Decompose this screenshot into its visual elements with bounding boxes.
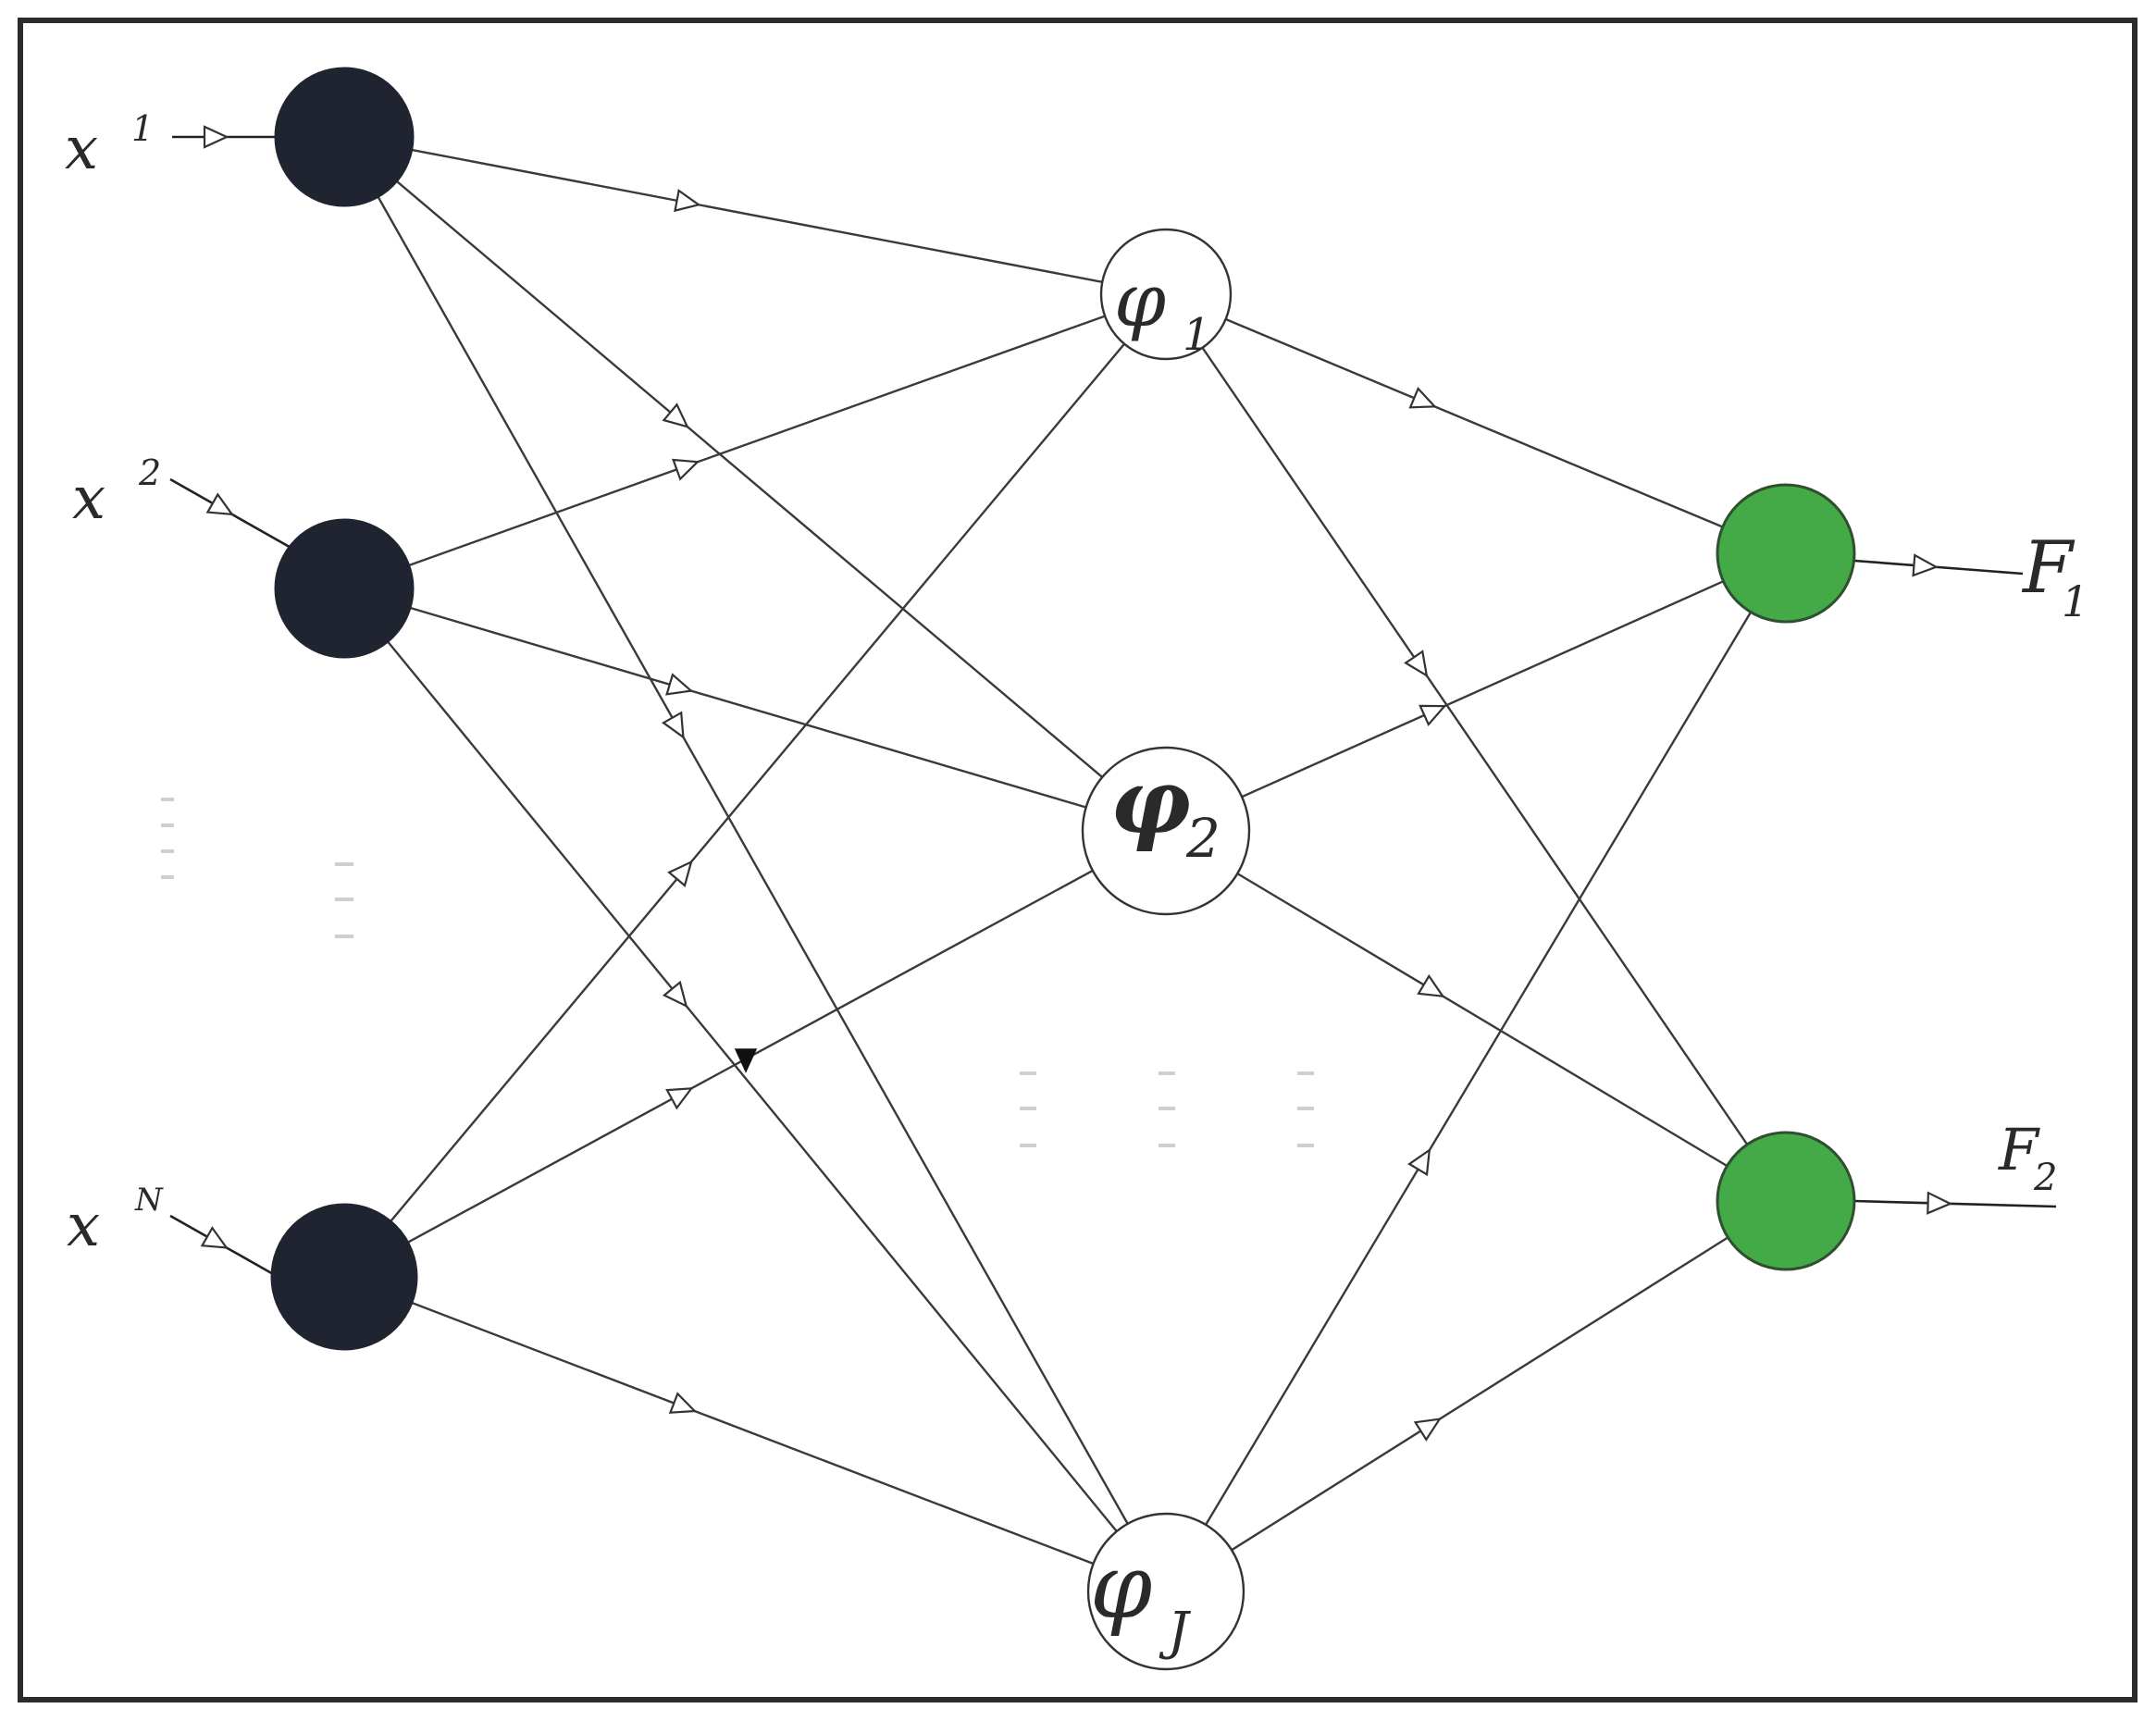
output-label-1-sub: 1 <box>2062 576 2088 626</box>
input-label-1-sup: 1 <box>131 108 154 149</box>
output-label-1: F 1 <box>2021 526 2088 626</box>
edge-in2-hJ <box>386 640 1118 1532</box>
output-label-2: F 2 <box>1998 1116 2057 1199</box>
hidden-label-1-symbol: φ <box>1114 257 1166 343</box>
edge-inN-h1 <box>390 342 1126 1222</box>
node-hJ <box>1086 1512 1245 1671</box>
arrow-inN-hJ <box>668 1392 698 1414</box>
arrow-hJ-o1 <box>1407 1147 1431 1177</box>
edge-h1-o1 <box>1225 317 1724 528</box>
node-in1 <box>274 67 415 207</box>
output-label-2-symbol: F <box>1998 1116 2040 1183</box>
arrow-markers <box>200 125 1953 1442</box>
arrow-in2-h1 <box>671 458 700 481</box>
node-inN <box>270 1203 418 1351</box>
arrow-h1-o2 <box>1404 650 1429 678</box>
hidden-label-1-sub: 1 <box>1183 309 1211 361</box>
edge-in1-hJ <box>377 195 1129 1525</box>
arrow-lead-in1 <box>203 125 229 149</box>
node-h1 <box>1099 228 1233 361</box>
arrow-lead-out1 <box>1912 553 1939 577</box>
diagram-frame <box>18 18 2137 1702</box>
arrow-in1-h1 <box>674 189 701 213</box>
ellipsis-input-column <box>161 798 353 938</box>
edge-in1-h1 <box>411 148 1103 283</box>
edge-hJ-o2 <box>1231 1236 1729 1552</box>
edge-h2-o1 <box>1241 580 1724 799</box>
hidden-label-2: φ 2 <box>1110 749 1220 870</box>
arrow-h2-o1 <box>1419 704 1447 727</box>
input-label-1: x 1 <box>65 108 154 183</box>
arrow-inN-h2 <box>665 1087 694 1110</box>
edge-in2-h2 <box>409 606 1087 809</box>
node-h2 <box>1081 746 1251 916</box>
arrow-h1-o1 <box>1408 386 1437 409</box>
edge-h1-o2 <box>1201 347 1749 1145</box>
input-label-2: x 2 <box>72 452 161 533</box>
arrow-in1-hJ <box>661 711 685 739</box>
output-label-1-symbol: F <box>2021 526 2075 610</box>
arrow-solid-marker <box>734 1048 758 1073</box>
arrow-hJ-o2 <box>1413 1418 1443 1442</box>
ellipsis-hidden-column <box>1020 1071 1314 1147</box>
arrow-in2-h2 <box>665 673 694 696</box>
input-label-n: x N <box>67 1182 164 1260</box>
arrow-in2-hJ <box>662 980 688 1009</box>
node-o1 <box>1716 483 1856 624</box>
node-o2 <box>1716 1131 1856 1271</box>
arrow-lead-in2 <box>205 492 234 516</box>
edge-in2-h1 <box>408 315 1106 567</box>
hidden-label-2-sub: 2 <box>1185 807 1220 870</box>
hidden-label-j-symbol: φ <box>1090 1535 1152 1639</box>
network-nodes <box>270 67 1856 1671</box>
input-label-n-base: x <box>67 1192 100 1260</box>
input-label-n-sup: N <box>134 1182 164 1219</box>
node-in2 <box>274 518 415 659</box>
input-label-1-base: x <box>65 115 98 183</box>
input-label-2-sup: 2 <box>138 452 161 493</box>
arrow-inN-h1 <box>667 860 693 887</box>
edge-inN-hJ <box>411 1301 1095 1566</box>
arrow-h2-o2 <box>1417 973 1445 998</box>
arrow-in1-h2 <box>662 402 689 428</box>
input-label-2-base: x <box>72 464 105 533</box>
lead-out2 <box>1853 1199 2057 1208</box>
hidden-label-1: φ 1 <box>1114 257 1211 361</box>
edge-h2-o2 <box>1236 873 1729 1168</box>
arrow-lead-inN <box>200 1226 229 1249</box>
output-label-2-sub: 2 <box>2033 1157 2057 1199</box>
arrow-lead-out2 <box>1927 1191 1953 1215</box>
hidden-label-2-symbol: φ <box>1110 749 1191 854</box>
connection-edges <box>377 148 1753 1566</box>
edge-hJ-o1 <box>1205 611 1753 1526</box>
edge-in1-h2 <box>395 180 1103 778</box>
